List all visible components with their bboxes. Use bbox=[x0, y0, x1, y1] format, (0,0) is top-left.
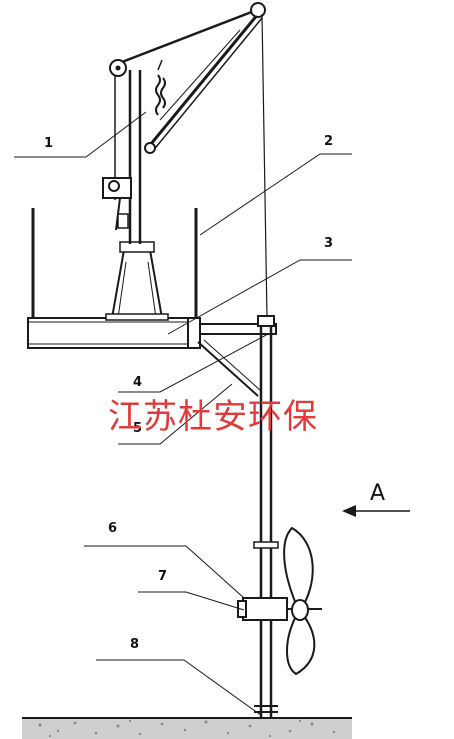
crane-boom bbox=[121, 2, 266, 154]
hoist-chain bbox=[155, 59, 166, 116]
callout-numbers: 1 2 3 4 5 6 7 8 bbox=[44, 134, 333, 652]
mixer-propeller bbox=[283, 526, 316, 676]
guide-rail bbox=[253, 315, 279, 718]
crane-column bbox=[109, 59, 142, 244]
callout-5: 5 bbox=[133, 421, 142, 436]
hoist-cable bbox=[261, 13, 268, 319]
support-arm bbox=[197, 323, 277, 397]
winch bbox=[102, 177, 132, 231]
callout-4: 4 bbox=[133, 375, 142, 390]
callout-7: 7 bbox=[158, 569, 167, 584]
view-direction-arrow bbox=[342, 505, 410, 517]
crane-base bbox=[105, 241, 169, 321]
callout-6: 6 bbox=[108, 521, 117, 536]
callout-2: 2 bbox=[324, 134, 333, 149]
callout-leaders bbox=[14, 111, 352, 717]
platform bbox=[27, 208, 201, 349]
view-label: A bbox=[370, 481, 385, 506]
ground bbox=[22, 717, 352, 739]
callout-3: 3 bbox=[324, 236, 333, 251]
mixer-motor bbox=[237, 597, 322, 621]
watermark-text: 江苏杜安环保 bbox=[108, 397, 318, 437]
callout-8: 8 bbox=[130, 637, 139, 652]
callout-1: 1 bbox=[44, 136, 53, 151]
